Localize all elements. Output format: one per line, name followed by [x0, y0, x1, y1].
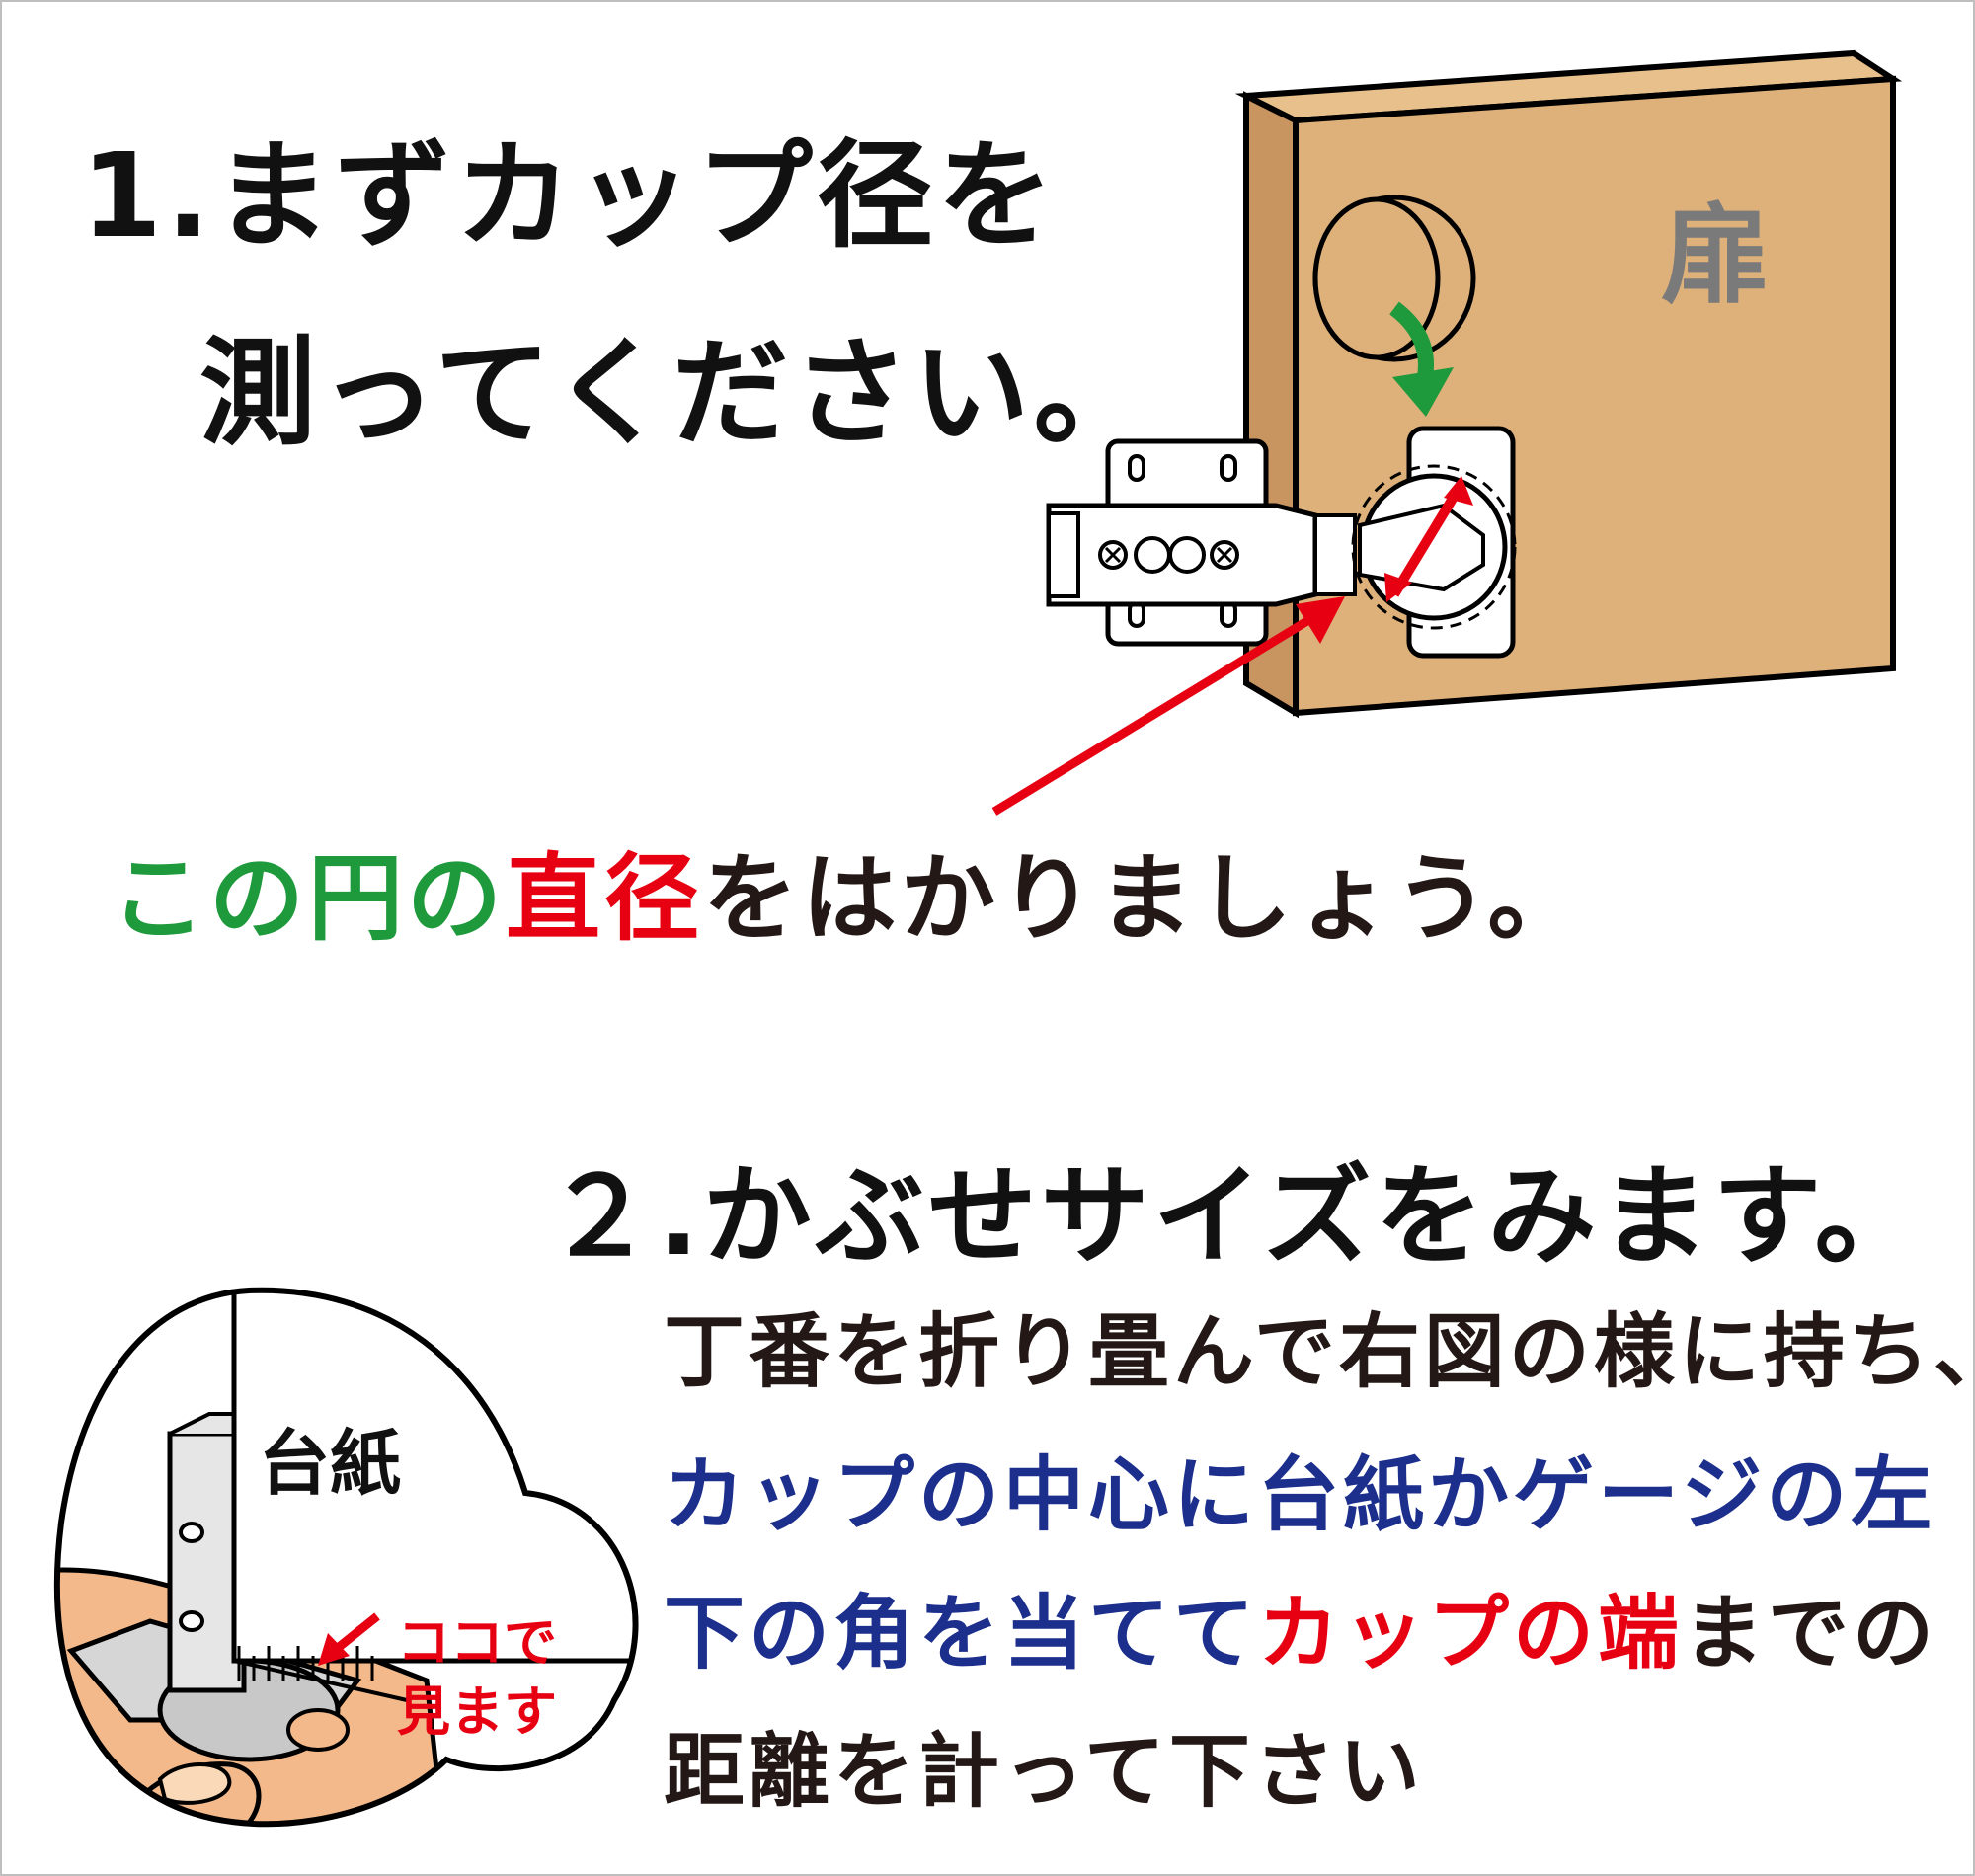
- inset-note-line1: ココで: [397, 1611, 557, 1674]
- inset-note-line2: 見ます: [397, 1681, 557, 1743]
- leader-arrow-illustration: [991, 596, 1345, 816]
- inset-label: 台紙: [259, 1422, 401, 1505]
- red-arrow-head: [1296, 596, 1345, 644]
- caption-measure-diameter: この円の直径をはかりましょう。: [111, 821, 1586, 959]
- step1-title-line2: 測ってください。: [199, 325, 1154, 461]
- step2-line3-a: 下の角を当てて: [664, 1587, 1259, 1681]
- caption-part-red: 直径: [506, 843, 703, 954]
- step1-title-line1: 1.まずカップ径を: [81, 127, 1058, 264]
- inset-gauge-illustration: 台紙 ココで 見ます: [53, 1287, 639, 1828]
- door-hinge-illustration: 扉: [1046, 49, 1903, 719]
- caption-part-green: この円の: [111, 843, 506, 954]
- step2-line3: 下の角を当ててカップの端までの: [664, 1567, 1937, 1684]
- ruler-ticks: [237, 1646, 374, 1681]
- step2-line3-b: カップの端: [1258, 1587, 1684, 1681]
- speech-bubble: [53, 1287, 639, 1828]
- step2-line4: 距離を計って下さい: [664, 1725, 1424, 1819]
- caption-part-black: をはかりましょう。: [703, 843, 1587, 954]
- green-arrow-head: [1392, 367, 1454, 417]
- diameter-arrow-icon: [1389, 481, 1466, 597]
- step2-title: ２.かぶせサイズをみます。: [545, 1153, 1928, 1280]
- door-label: 扉: [1661, 193, 1770, 319]
- step2-line2: カップの中心に台紙かゲージの左: [664, 1448, 1936, 1542]
- step2-line1: 丁番を折り畳んで右図の様に持ち、: [664, 1305, 1975, 1399]
- step2-line3-c: までの: [1683, 1587, 1938, 1681]
